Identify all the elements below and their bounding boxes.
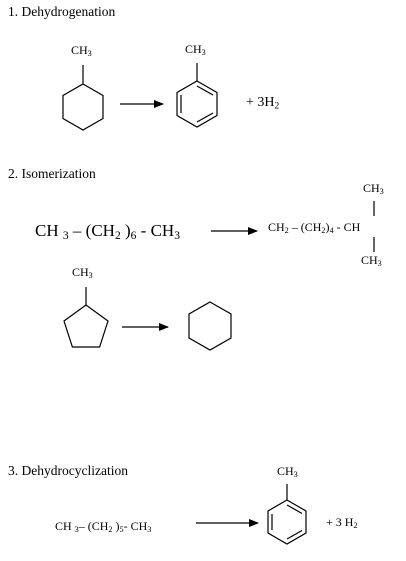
branch-methyl-top: CH3 [363, 181, 384, 197]
section-3-heading: 3. Dehydrocyclization [8, 463, 128, 478]
methylcyclohexane-structure [62, 65, 104, 131]
section-2-heading: 2. Isomerization [8, 166, 96, 181]
methyl-label-toluene: CH3 [185, 42, 206, 58]
branch-methyl-bottom: CH3 [361, 253, 382, 269]
hydrogen-product-3: + 3 H2 [326, 515, 358, 531]
cyclohexane-structure [188, 301, 232, 351]
isooctane-formula: CH2 – (CH2)4 - CH [268, 220, 361, 236]
toluene-structure-2 [267, 484, 307, 545]
methyl-label-cyclopentane: CH3 [72, 265, 93, 281]
hydrogen-product-1: + 3H2 [246, 95, 280, 112]
n-octane-formula: CH 3 – (CH2 )6 - CH3 [35, 221, 180, 242]
methyl-label-cyclohexane: CH3 [71, 43, 92, 59]
n-heptane-formula: CH 3– (CH2 )5- CH3 [55, 519, 152, 535]
methylcyclopentane-structure [63, 287, 109, 348]
section-1-heading: 1. Dehydrogenation [8, 4, 116, 19]
methyl-label-toluene-2: CH3 [277, 464, 298, 480]
toluene-structure-1 [176, 63, 218, 128]
